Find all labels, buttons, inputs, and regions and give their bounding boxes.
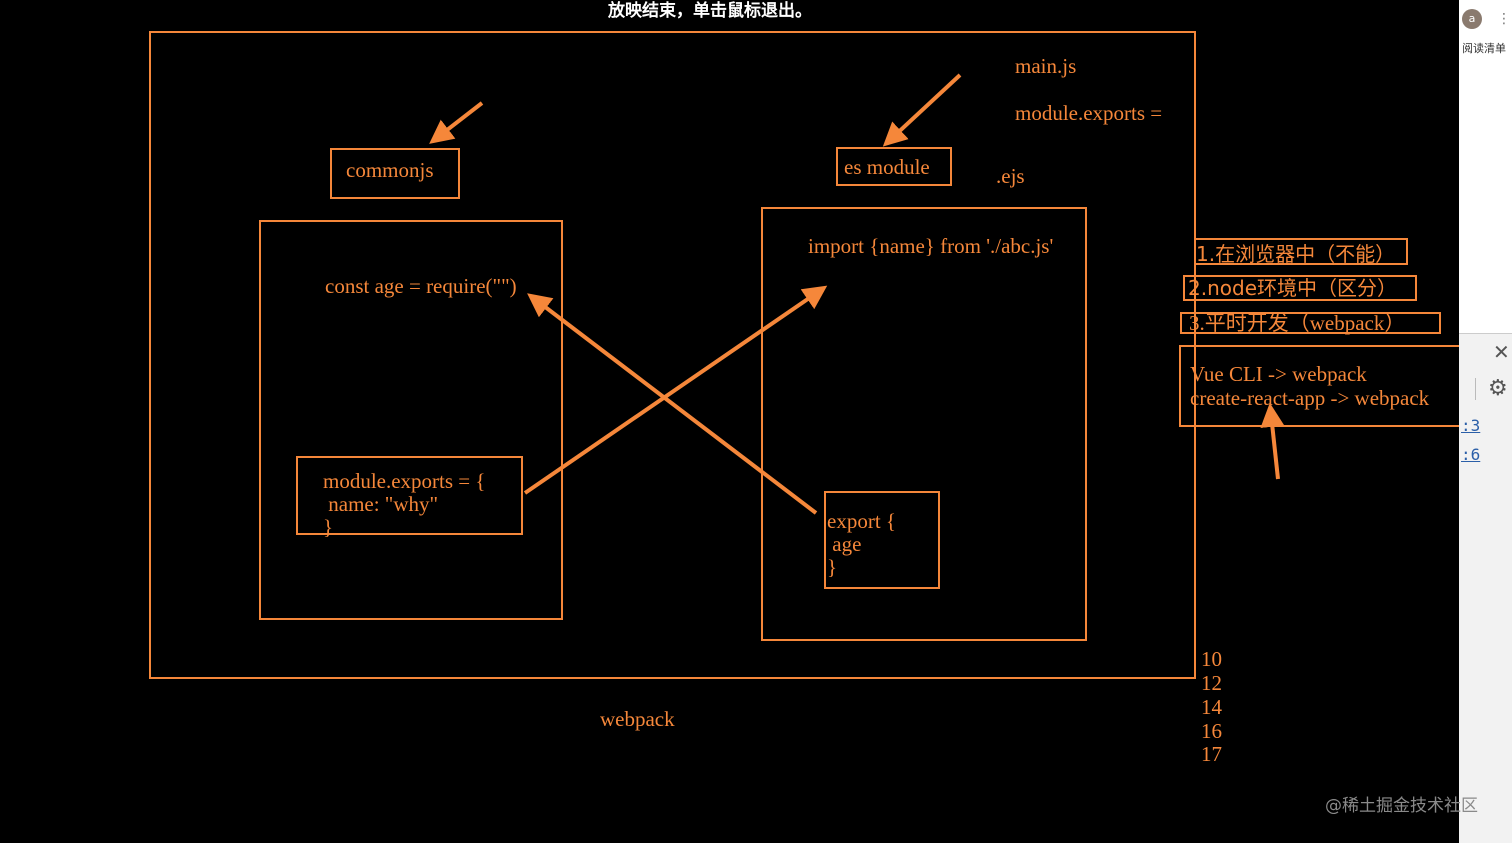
note-item-1: 1.在浏览器中（不能） <box>1196 242 1396 266</box>
es-module-label-box <box>836 147 952 186</box>
module-exports-label: module.exports = <box>1015 101 1163 125</box>
source-line-link[interactable]: :3 <box>1461 416 1481 435</box>
commonjs-label-box <box>330 148 460 199</box>
commonjs-label: commonjs <box>346 158 434 182</box>
slideshow-end-banner: 放映结束，单击鼠标退出。 <box>608 1 812 21</box>
export-line-3: } <box>827 555 838 579</box>
arrow-to-es-module <box>882 73 962 147</box>
note-box-3 <box>1180 312 1441 334</box>
commonjs-module-box <box>259 220 563 620</box>
more-menu-icon[interactable]: ⋮ <box>1497 11 1511 27</box>
ejs-label: .ejs <box>996 164 1025 188</box>
arrow-exports-to-import <box>523 285 828 495</box>
reading-list-button[interactable]: 阅读清单 <box>1462 42 1506 55</box>
webpack-label: webpack <box>600 707 675 731</box>
tool-line-2: create-react-app -> webpack <box>1190 386 1430 410</box>
browser-side-panel <box>1459 0 1512 843</box>
exports-line-2: name: "why" <box>323 492 439 516</box>
note-item-2: 2.node环境中（区分） <box>1188 276 1397 300</box>
source-line-link[interactable]: :6 <box>1461 445 1481 464</box>
toolbar-divider <box>1475 378 1476 400</box>
number-3: 14 <box>1201 695 1222 719</box>
number-1: 10 <box>1201 647 1222 671</box>
import-line: import {name} from './abc.js' <box>808 234 1054 258</box>
arrow-to-commonjs <box>429 101 484 144</box>
export-box <box>824 491 940 589</box>
devtools-panel <box>1459 333 1512 843</box>
arrow-to-tools <box>1260 402 1285 480</box>
note-box-1 <box>1194 238 1408 265</box>
note-box-2 <box>1183 275 1417 301</box>
exports-line-1: module.exports = { <box>323 469 486 493</box>
arrow-export-to-require <box>527 293 818 515</box>
tool-line-1: Vue CLI -> webpack <box>1190 362 1367 386</box>
module-exports-box <box>296 456 523 535</box>
es-module-label: es module <box>844 155 930 179</box>
number-5: 17 <box>1201 742 1222 766</box>
number-2: 12 <box>1201 671 1222 695</box>
es-module-box <box>761 207 1087 641</box>
export-line-2: age <box>827 532 862 556</box>
export-line-1: export { <box>827 509 896 533</box>
number-4: 16 <box>1201 719 1222 743</box>
exports-line-3: } <box>323 515 334 539</box>
outer-frame <box>149 31 1196 679</box>
profile-avatar[interactable]: a <box>1462 9 1482 29</box>
watermark: @稀土掘金技术社区 <box>1325 796 1478 816</box>
note-item-3: 3.平时开发（webpack） <box>1189 311 1406 335</box>
main-js-label: main.js <box>1015 54 1077 78</box>
close-icon[interactable]: ✕ <box>1493 340 1510 364</box>
require-line: const age = require("") <box>325 274 517 298</box>
gear-icon[interactable]: ⚙ <box>1488 376 1508 401</box>
